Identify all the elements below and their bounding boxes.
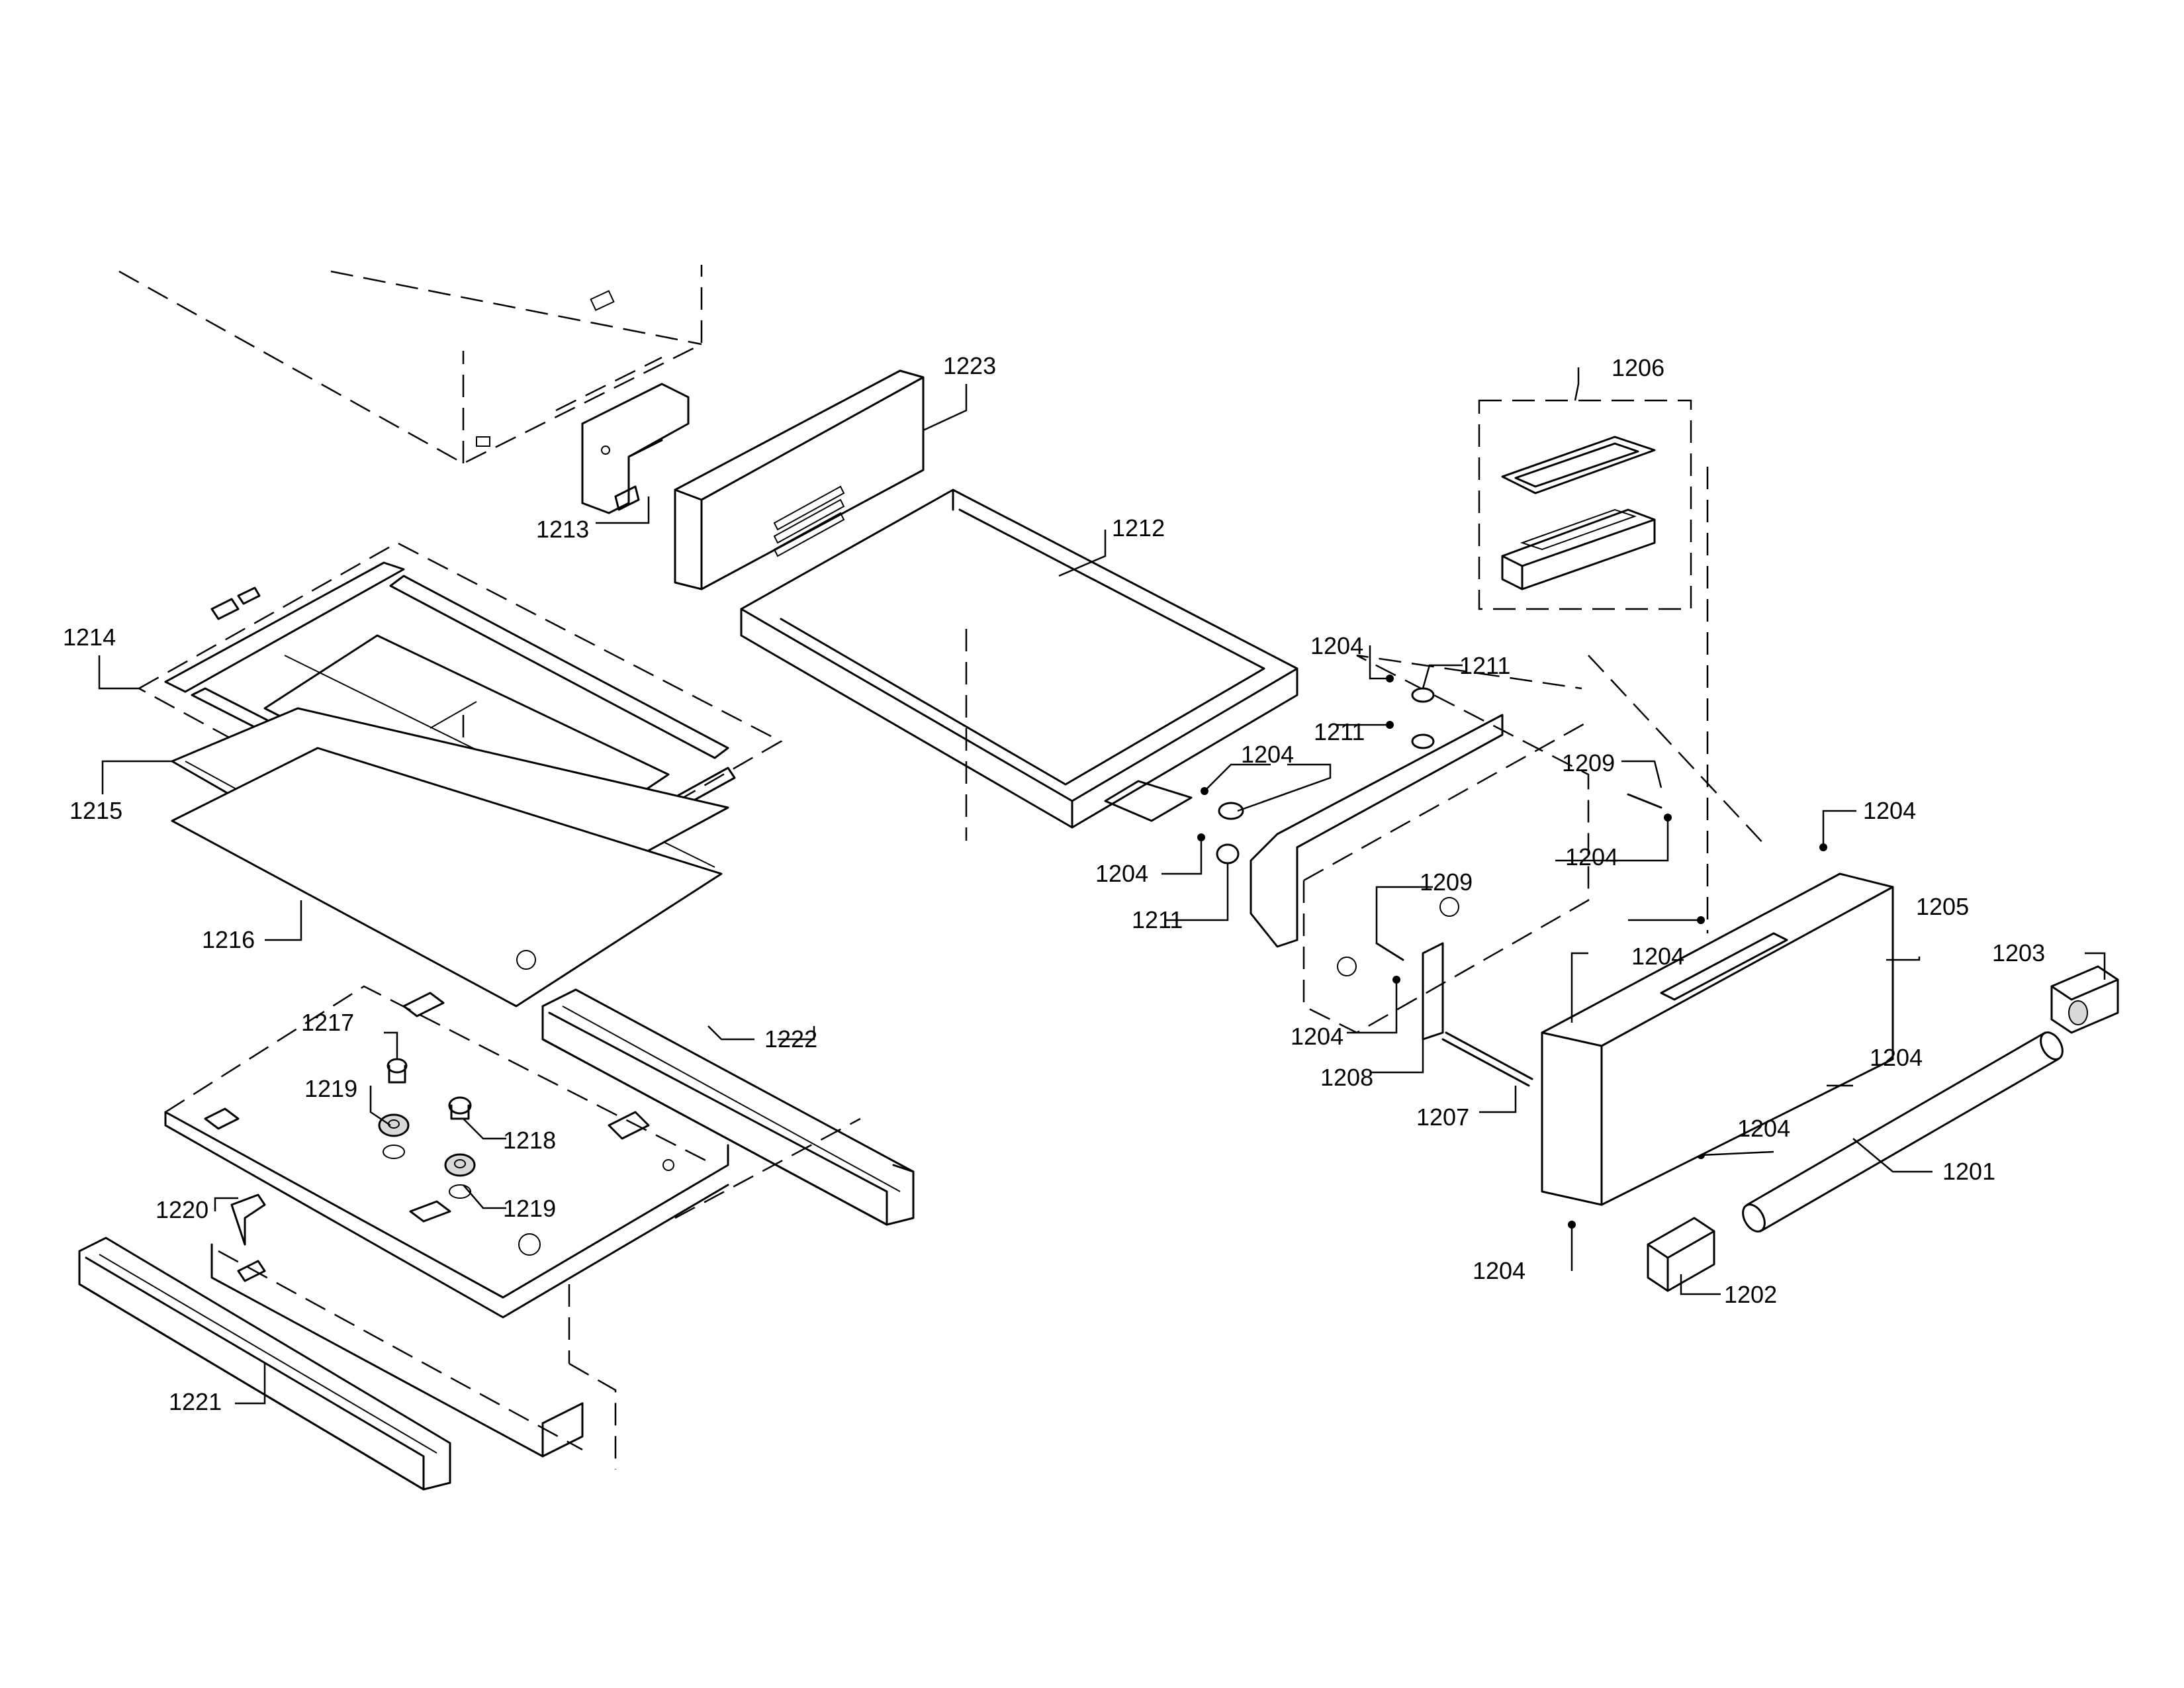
part-1218 [448,1096,472,1120]
part-1206-module [1478,399,1692,610]
label-1204-g: 1204 [1631,943,1684,970]
label-1221: 1221 [169,1388,222,1415]
label-1204-b: 1204 [1241,741,1294,768]
base-plate [164,985,861,1364]
label-1220: 1220 [156,1196,208,1223]
label-1204-a: 1204 [1310,632,1363,659]
mounting-plate [1250,654,1590,1041]
part-1223-shield [674,369,925,590]
label-1222: 1222 [764,1025,817,1053]
label-1213: 1213 [536,516,589,543]
part-1220-bracket [210,1194,617,1470]
part-1203-endcap [2050,965,2119,1034]
label-1204-c: 1204 [1095,860,1148,887]
label-1209-a: 1209 [1562,749,1615,776]
part-1216-sheet [171,747,723,1008]
label-1211-c: 1211 [1132,906,1183,933]
label-1223: 1223 [943,352,996,379]
label-1203: 1203 [1992,939,2045,966]
part-1212-frame [740,489,1298,841]
label-1215: 1215 [69,797,122,824]
label-1204-i: 1204 [1737,1115,1790,1142]
label-1209-b: 1209 [1420,868,1473,896]
label-1207: 1207 [1416,1103,1469,1131]
label-1212: 1212 [1112,514,1165,541]
part-1217 [387,1058,408,1084]
label-1204-d: 1204 [1565,843,1618,870]
label-1218: 1218 [503,1127,556,1154]
label-1201: 1201 [1942,1158,1995,1185]
label-1204-f: 1204 [1863,797,1916,824]
label-1202: 1202 [1724,1281,1777,1308]
cabinet-outline [118,265,703,465]
leader-lines [98,367,2106,1405]
part-1205-drawer-front [1541,467,1894,1206]
label-1219-b: 1219 [503,1195,556,1222]
part-1219-b [444,1153,476,1199]
part-1213-bracket [581,383,690,514]
label-1208: 1208 [1320,1064,1373,1091]
fasteners [1197,675,1831,1229]
label-1217: 1217 [301,1009,354,1036]
label-1216: 1216 [202,926,255,953]
label-1214: 1214 [63,624,116,651]
label-1204-e: 1204 [1291,1023,1343,1050]
label-1204-h: 1204 [1870,1044,1923,1071]
label-1211-b: 1211 [1314,718,1365,745]
part-1201-handle [1742,1031,2064,1233]
part-1221-slide [78,1237,451,1491]
label-1211-a: 1211 [1459,652,1510,679]
label-1205: 1205 [1916,893,1969,920]
label-1204-j: 1204 [1473,1257,1525,1284]
part-1202-endcap [1647,1217,1715,1292]
part-1222-slide [541,988,915,1226]
callout-labels: 1223 1212 1213 1214 1215 1216 1217 1219 … [63,352,2045,1415]
label-1219-a: 1219 [304,1075,357,1102]
label-1206: 1206 [1612,354,1664,381]
part-1207-rod [1441,1031,1533,1087]
